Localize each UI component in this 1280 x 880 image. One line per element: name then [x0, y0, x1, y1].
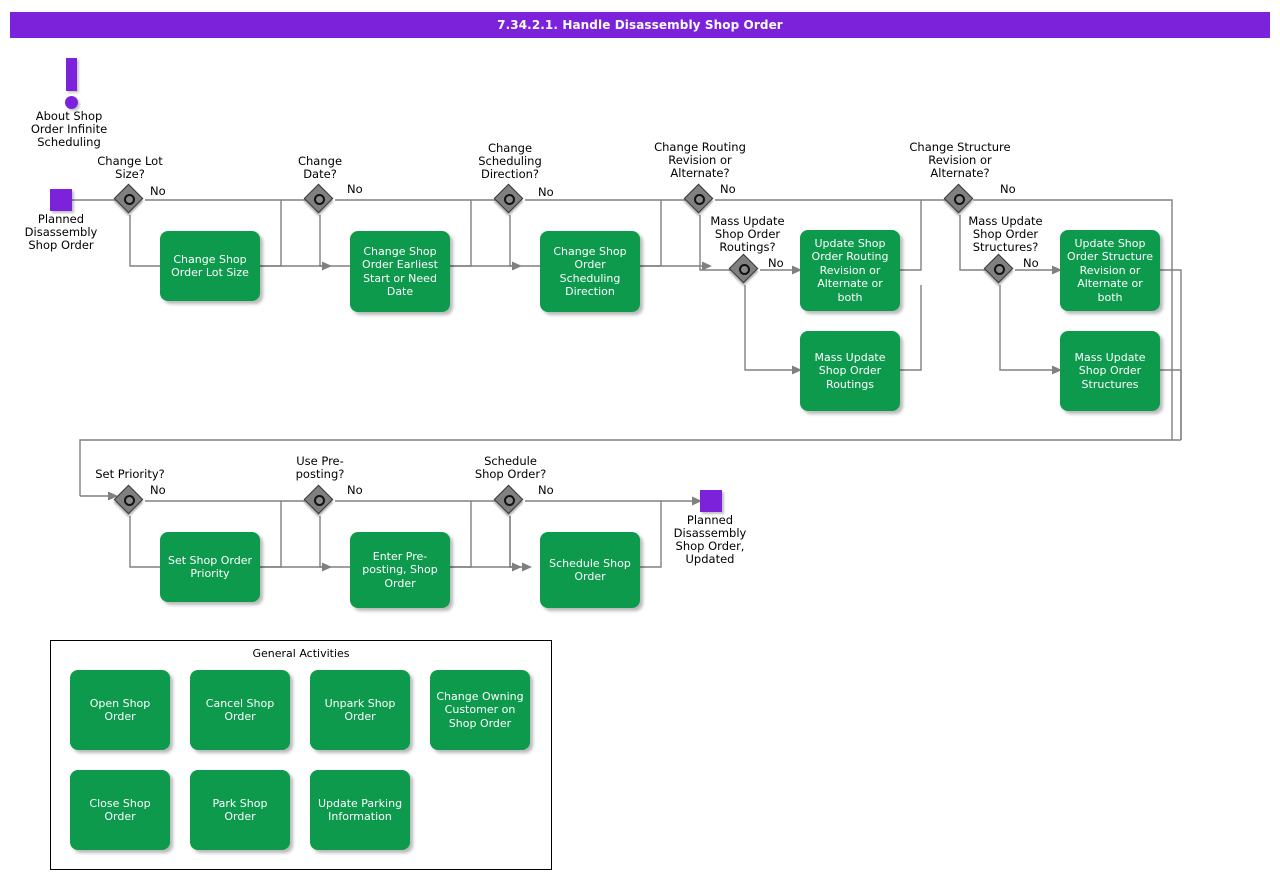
decision-use-pre-posting-label: Use Pre- posting? — [295, 454, 345, 481]
decision-mass-update-structures[interactable] — [983, 253, 1015, 285]
activity-mass-update-shop-order-routings[interactable]: Mass Update Shop Order Routings — [800, 331, 900, 411]
decision-ring-icon — [124, 194, 135, 205]
decision-set-priority[interactable] — [113, 484, 145, 516]
activity-open-shop-order[interactable]: Open Shop Order — [70, 670, 170, 750]
decision-ring-icon — [124, 495, 135, 506]
decision-change-scheduling-direction-label: Change Scheduling Direction? — [478, 141, 542, 181]
activity-unpark-shop-order[interactable]: Unpark Shop Order — [310, 670, 410, 750]
decision-ring-icon — [314, 495, 325, 506]
decision-mass-update-routings-label: Mass Update Shop Order Routings? — [710, 214, 785, 254]
decision-set-priority-no: No — [150, 483, 166, 497]
decision-change-scheduling-direction-no: No — [538, 185, 554, 199]
activity-change-shop-order-earliest-start[interactable]: Change Shop Order Earliest Start or Need… — [350, 231, 450, 312]
activity-close-shop-order[interactable]: Close Shop Order — [70, 770, 170, 850]
decision-change-lot-size-no: No — [150, 184, 166, 198]
page-title: 7.34.2.1. Handle Disassembly Shop Order — [10, 12, 1270, 38]
decision-change-routing-revision-no: No — [720, 182, 736, 196]
end-terminator[interactable] — [700, 490, 722, 512]
decision-change-structure-revision-no: No — [1000, 182, 1016, 196]
decision-mass-update-structures-no: No — [1023, 256, 1039, 270]
activity-park-shop-order[interactable]: Park Shop Order — [190, 770, 290, 850]
activity-change-shop-order-lot-size[interactable]: Change Shop Order Lot Size — [160, 231, 260, 301]
decision-ring-icon — [314, 194, 325, 205]
activity-change-shop-order-scheduling-direction[interactable]: Change Shop Order Scheduling Direction — [540, 231, 640, 312]
decision-ring-icon — [739, 264, 750, 275]
decision-change-lot-size[interactable] — [113, 183, 145, 215]
decision-ring-icon — [504, 495, 515, 506]
decision-change-routing-revision[interactable] — [683, 183, 715, 215]
exclamation-icon — [60, 58, 84, 109]
decision-ring-icon — [994, 264, 1005, 275]
info-note-label: About Shop Order Infinite Scheduling — [30, 109, 108, 149]
decision-change-date-label: Change Date? — [297, 154, 343, 181]
activity-enter-pre-posting-shop-order[interactable]: Enter Pre- posting, Shop Order — [350, 532, 450, 608]
activity-mass-update-shop-order-structures[interactable]: Mass Update Shop Order Structures — [1060, 331, 1160, 411]
decision-change-date-no: No — [347, 182, 363, 196]
start-terminator[interactable] — [50, 189, 72, 211]
decision-use-pre-posting-no: No — [347, 483, 363, 497]
decision-change-routing-revision-label: Change Routing Revision or Alternate? — [654, 140, 746, 180]
decision-change-structure-revision-label: Change Structure Revision or Alternate? — [909, 140, 1011, 180]
decision-change-lot-size-label: Change Lot Size? — [97, 154, 163, 181]
decision-ring-icon — [504, 194, 515, 205]
activity-change-owning-customer[interactable]: Change Owning Customer on Shop Order — [430, 670, 530, 750]
decision-use-pre-posting[interactable] — [303, 484, 335, 516]
decision-change-structure-revision[interactable] — [943, 183, 975, 215]
decision-change-scheduling-direction[interactable] — [493, 183, 525, 215]
decision-mass-update-structures-label: Mass Update Shop Order Structures? — [968, 214, 1043, 254]
decision-schedule-shop-order-label: Schedule Shop Order? — [474, 454, 547, 481]
general-activities-title: General Activities — [252, 647, 350, 660]
activity-update-parking-information[interactable]: Update Parking Information — [310, 770, 410, 850]
start-terminator-label: Planned Disassembly Shop Order — [24, 212, 98, 252]
decision-mass-update-routings[interactable] — [728, 253, 760, 285]
activity-update-shop-order-routing-revision[interactable]: Update Shop Order Routing Revision or Al… — [800, 230, 900, 311]
decision-schedule-shop-order-no: No — [538, 483, 554, 497]
decision-ring-icon — [694, 194, 705, 205]
decision-ring-icon — [954, 194, 965, 205]
activity-schedule-shop-order[interactable]: Schedule Shop Order — [540, 532, 640, 608]
decision-change-date[interactable] — [303, 183, 335, 215]
activity-update-shop-order-structure-revision[interactable]: Update Shop Order Structure Revision or … — [1060, 230, 1160, 311]
activity-cancel-shop-order[interactable]: Cancel Shop Order — [190, 670, 290, 750]
activity-set-shop-order-priority[interactable]: Set Shop Order Priority — [160, 532, 260, 602]
decision-set-priority-label: Set Priority? — [95, 467, 165, 481]
end-terminator-label: Planned Disassembly Shop Order, Updated — [673, 513, 747, 566]
decision-schedule-shop-order[interactable] — [493, 484, 525, 516]
decision-mass-update-routings-no: No — [768, 256, 784, 270]
